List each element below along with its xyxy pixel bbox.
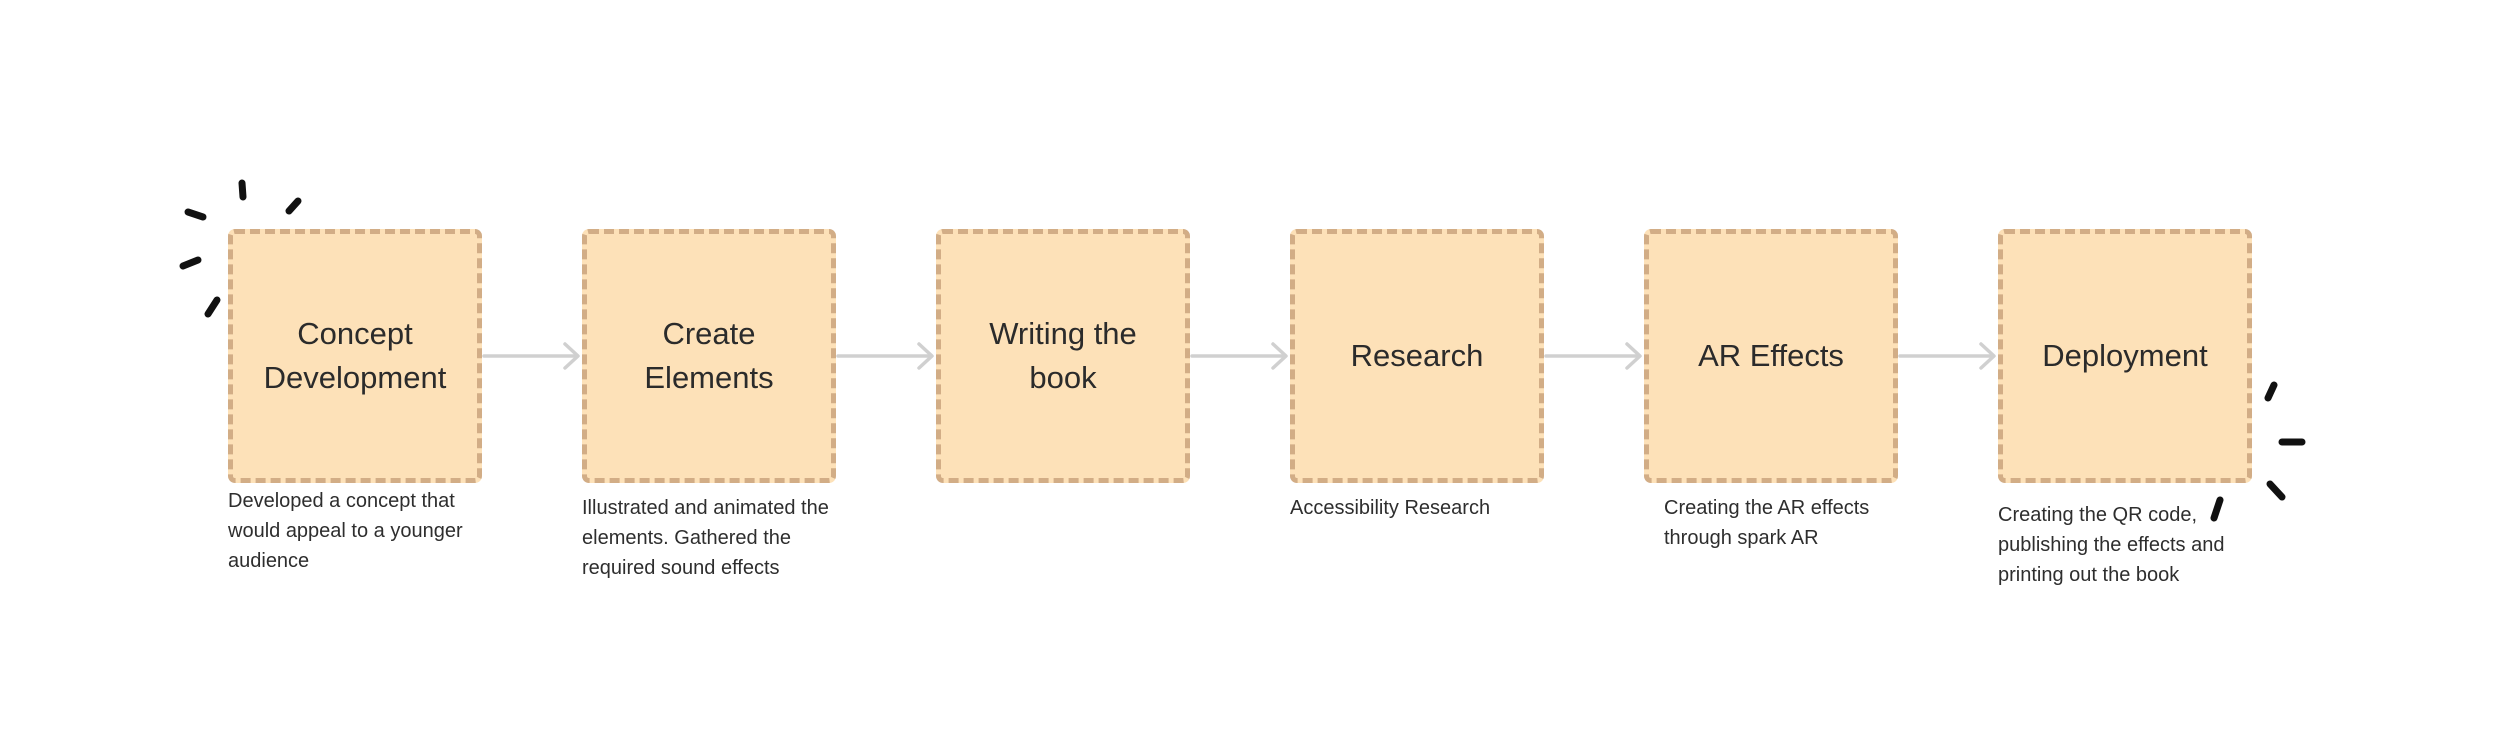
connector-arrow-5 bbox=[1898, 342, 1996, 370]
step-description-ar-effects: Creating the AR effects through spark AR bbox=[1664, 497, 1870, 549]
step-title: Create Elements bbox=[644, 316, 774, 395]
step-title: Deployment bbox=[2042, 338, 2208, 373]
step-title: AR Effects bbox=[1698, 338, 1844, 373]
step-deployment: Deployment bbox=[1998, 229, 2252, 483]
step-title: Writing the book bbox=[989, 316, 1137, 395]
step-title: Concept Development bbox=[263, 316, 447, 395]
step-title: Research bbox=[1350, 338, 1484, 373]
step-writing-the-book: Writing the book bbox=[936, 229, 1190, 483]
connector-arrow-2 bbox=[836, 342, 934, 370]
step-description-concept-development: Developed a concept that would appeal to… bbox=[228, 490, 463, 572]
step-create-elements: Create Elements bbox=[582, 229, 836, 483]
step-concept-development: Concept Development bbox=[228, 229, 482, 483]
connector-arrow-3 bbox=[1190, 342, 1288, 370]
step-description-research: Accessibility Research bbox=[1290, 497, 1491, 519]
step-ar-effects: AR Effects bbox=[1644, 229, 1898, 483]
step-description-create-elements: Illustrated and animated the elements. G… bbox=[582, 497, 829, 579]
connector-arrow-1 bbox=[482, 342, 580, 370]
connector-arrow-4 bbox=[1544, 342, 1642, 370]
step-description-deployment: Creating the QR code, publishing the eff… bbox=[1998, 504, 2225, 586]
step-research: Research bbox=[1290, 229, 1544, 483]
